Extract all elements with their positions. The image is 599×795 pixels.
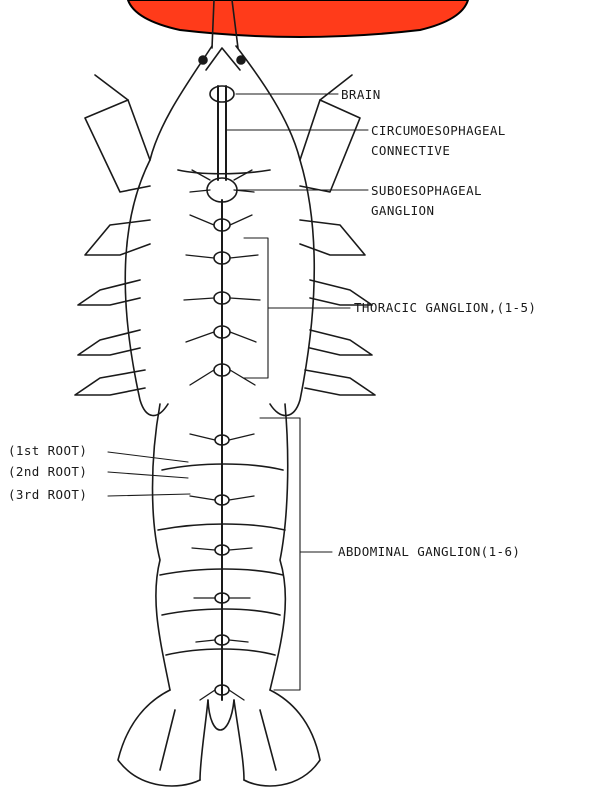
brain: [210, 86, 234, 102]
label-brain: BRAIN: [341, 86, 381, 103]
label-suboesophageal-2: GANGLION: [371, 202, 434, 219]
label-circumoesophageal-1: CIRCUMOESOPHAGEAL: [371, 122, 506, 139]
left-appendages: [75, 75, 150, 395]
rostrum: [206, 48, 240, 70]
right-appendages: [300, 75, 375, 395]
label-thoracic-ganglion: THORACIC GANGLION,(1-5): [354, 299, 536, 316]
label-suboesophageal-1: SUBOESOPHAGEAL: [371, 182, 482, 199]
tail-fan: [118, 690, 320, 786]
label-abdominal-ganglion: ABDOMINAL GANGLION(1-6): [338, 543, 520, 560]
label-1st-root: (1st ROOT): [8, 442, 87, 459]
label-2nd-root: (2nd ROOT): [8, 463, 87, 480]
label-circumoesophageal-2: CONNECTIVE: [371, 142, 450, 159]
title-banner: [128, 0, 468, 37]
suboesophageal-ganglion: [207, 178, 237, 202]
abdomen-outline: [153, 404, 288, 690]
label-3rd-root: (3rd ROOT): [8, 486, 87, 503]
